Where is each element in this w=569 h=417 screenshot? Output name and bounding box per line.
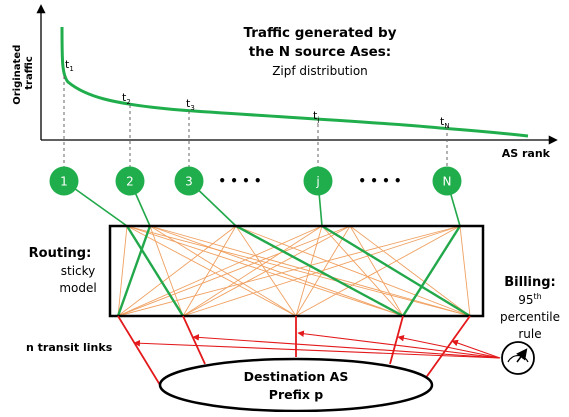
destination-line-2: Prefix p — [269, 387, 323, 402]
billing-line-1: 95th — [518, 292, 542, 307]
title-line-3: Zipf distribution — [272, 64, 368, 78]
source-node-N: N — [432, 166, 462, 196]
curve-marker-t3: t3 — [186, 97, 195, 112]
meter-arrow-3 — [297, 330, 501, 359]
svg-text:1: 1 — [60, 175, 68, 189]
routing-line-1: sticky — [61, 264, 96, 278]
mesh-line-3-1 — [182, 225, 323, 317]
destination-line-1: Destination AS — [244, 369, 349, 384]
route-2 — [116, 225, 152, 317]
transit-link-1 — [117, 315, 161, 386]
drop-lines — [63, 76, 448, 168]
routing-mesh — [117, 225, 471, 317]
meter-arrow-4 — [397, 334, 501, 359]
source-node-j: j — [303, 166, 333, 196]
transit-label: n transit links — [26, 341, 113, 354]
mesh-line-2-4 — [235, 225, 471, 317]
routing-title: Routing: — [29, 246, 92, 261]
gauge-icon — [501, 341, 535, 375]
zipf-curve — [60, 26, 529, 138]
mesh-line-4-2 — [295, 225, 351, 317]
route-j — [321, 224, 471, 318]
mesh-line-4-3 — [349, 225, 404, 317]
title-line-2: the N source Ases: — [249, 44, 391, 60]
mesh-line-4-1 — [182, 225, 351, 317]
curve-marker-t1: t1 — [65, 58, 74, 73]
title-line-1: Traffic generated by — [243, 25, 396, 41]
mesh-line-5-4 — [459, 225, 471, 317]
route-N — [401, 225, 462, 317]
svg-text:t1: t1 — [65, 58, 74, 73]
mesh-line-2-1 — [182, 225, 237, 317]
route-1 — [125, 225, 185, 317]
routing-box — [108, 224, 485, 318]
transit-link-4 — [389, 315, 404, 365]
mesh-line-5-2 — [295, 225, 461, 317]
y-axis-label: Originated traffic — [12, 41, 35, 105]
meter-arrow-2 — [192, 334, 501, 359]
routing-paths — [116, 224, 471, 318]
routing-line-2: model — [59, 281, 96, 295]
meter-arrow-1 — [133, 339, 501, 359]
source-node-2: 2 — [115, 166, 145, 196]
curve-marker-t2: t2 — [122, 91, 131, 106]
meter-arrows — [133, 330, 501, 359]
route-3 — [235, 224, 404, 318]
source-node-1: 1 — [49, 166, 79, 196]
svg-text:t3: t3 — [186, 97, 195, 112]
ellipsis-left: • • • • — [218, 174, 261, 188]
billing-line-3: rule — [518, 327, 541, 341]
mesh-line-4-4 — [349, 225, 471, 317]
svg-text:N: N — [443, 175, 452, 189]
svg-text:t2: t2 — [122, 91, 131, 106]
svg-text:2: 2 — [126, 175, 134, 189]
destination-as — [158, 357, 434, 413]
mesh-line-3-2 — [295, 225, 323, 317]
mesh-line-1-1 — [149, 225, 184, 317]
transit-link-2 — [182, 315, 206, 365]
x-axis-label: AS rank — [502, 147, 551, 160]
svg-text:j: j — [315, 175, 319, 189]
mesh-line-3-0 — [117, 225, 323, 317]
mesh-line-4-0 — [117, 225, 351, 317]
mesh-line-0-3 — [126, 225, 404, 317]
meter-arrow-5 — [451, 339, 501, 359]
billing-title: Billing: — [504, 275, 556, 290]
curve-marker-tN: tN — [440, 115, 450, 130]
svg-text:3: 3 — [185, 175, 193, 189]
mesh-line-1-3 — [149, 225, 404, 317]
mesh-line-1-4 — [149, 225, 471, 317]
curve-marker-tj: tj — [313, 109, 319, 124]
svg-text:tN: tN — [440, 115, 450, 130]
svg-text:tj: tj — [313, 109, 319, 124]
mesh-line-2-0 — [117, 225, 237, 317]
mesh-line-1-2 — [149, 225, 297, 317]
source-node-3: 3 — [174, 166, 204, 196]
billing-line-2: percentile — [500, 310, 560, 324]
ellipsis-right: • • • • — [358, 174, 401, 188]
mesh-line-0-0 — [117, 225, 128, 317]
mesh-line-3-3 — [321, 225, 404, 317]
